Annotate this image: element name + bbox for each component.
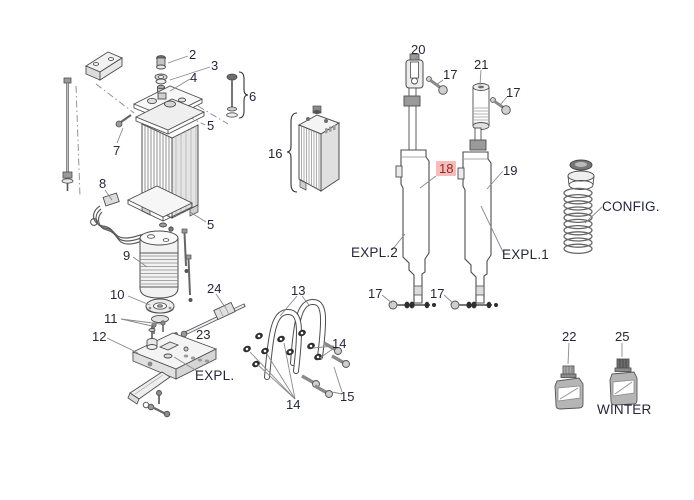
label-config[interactable]: CONFIG. (602, 199, 660, 214)
callout-13[interactable]: 13 (291, 283, 306, 298)
callout-5-lower[interactable]: 5 (207, 217, 215, 232)
rod-23-24-drawing (169, 301, 246, 338)
label-expl1[interactable]: EXPL.1 (502, 247, 549, 262)
callout-6[interactable]: 6 (249, 89, 257, 104)
shock-left-drawing (388, 53, 448, 310)
callout-18-highlighted[interactable]: 18 (436, 161, 457, 176)
baseplate-drawing (131, 326, 218, 380)
motor-drawing (139, 228, 193, 302)
grommets-drawing (243, 329, 322, 368)
callout-2[interactable]: 2 (189, 47, 197, 62)
callout-24[interactable]: 24 (207, 281, 222, 296)
callout-21[interactable]: 21 (474, 57, 489, 72)
label-winter[interactable]: WINTER (597, 402, 652, 417)
callout-23[interactable]: 23 (196, 327, 211, 342)
callout-9[interactable]: 9 (123, 248, 131, 263)
callout-7[interactable]: 7 (113, 143, 121, 158)
callout-5-upper[interactable]: 5 (207, 118, 215, 133)
ubolts-drawing (264, 299, 327, 380)
callout-22[interactable]: 22 (562, 329, 577, 344)
cover-plate-drawing (132, 85, 206, 135)
spring-drawing (563, 159, 595, 255)
callout-10[interactable]: 10 (110, 287, 125, 302)
callout-3[interactable]: 3 (211, 58, 219, 73)
bottle-25-drawing (609, 358, 638, 406)
callout-17-bottom-right[interactable]: 17 (430, 286, 445, 301)
callout-15[interactable]: 15 (340, 389, 355, 404)
wiring-harness-drawing (90, 192, 151, 245)
callout-16[interactable]: 16 (268, 146, 283, 161)
bolts-15-drawing (301, 341, 350, 398)
construction-lines (75, 83, 229, 197)
bottom-bracket-drawing (127, 371, 171, 418)
callout-11[interactable]: 11 (104, 311, 118, 326)
screw-7-drawing (115, 114, 132, 128)
label-expl2[interactable]: EXPL.2 (351, 245, 398, 260)
unit-16-drawing (286, 105, 341, 193)
shock-right-drawing (450, 83, 511, 310)
mount-bracket-drawing (85, 51, 123, 81)
lower-plate-drawing (126, 185, 194, 232)
callout-4[interactable]: 4 (190, 70, 198, 85)
callout-20[interactable]: 20 (411, 42, 426, 57)
callout-19[interactable]: 19 (503, 163, 518, 178)
callout-25[interactable]: 25 (615, 329, 630, 344)
label-expl[interactable]: EXPL. (195, 368, 235, 383)
callout-17-bottom-left[interactable]: 17 (368, 286, 383, 301)
callout-17-top-right[interactable]: 17 (506, 85, 521, 100)
callout-14-right[interactable]: 14 (332, 336, 347, 351)
callout-17-top-left[interactable]: 17 (443, 67, 458, 82)
callout-8[interactable]: 8 (99, 176, 107, 191)
anchor-rod-drawing (61, 77, 74, 191)
callout-12[interactable]: 12 (92, 329, 107, 344)
callout-14-bottom[interactable]: 14 (286, 397, 301, 412)
leader-lines (104, 55, 623, 400)
bolt-6-drawing (226, 71, 249, 119)
bottle-22-drawing (554, 365, 584, 410)
pulley-drawing (145, 298, 175, 324)
